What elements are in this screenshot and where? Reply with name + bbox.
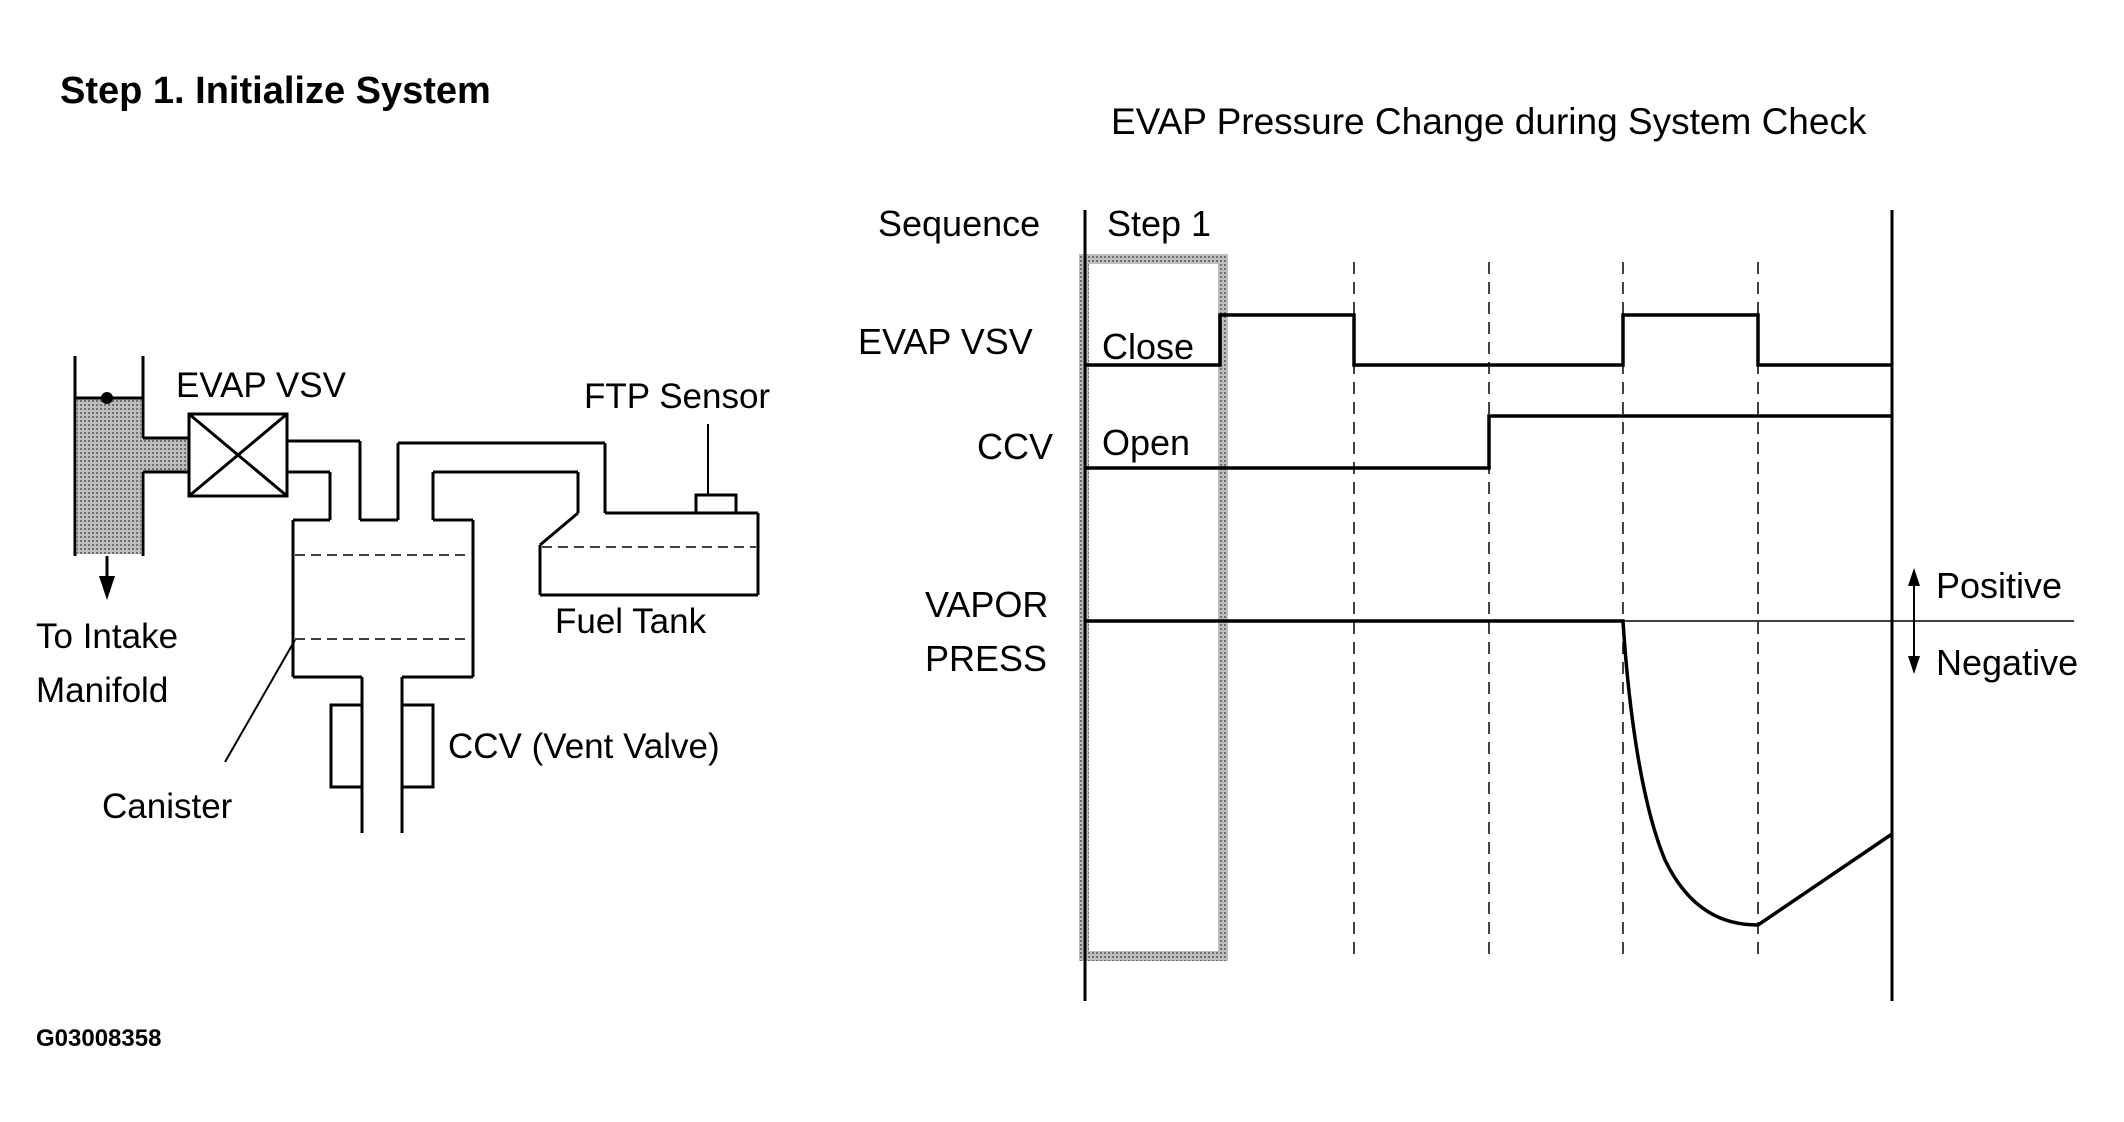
chart-axes: [1083, 210, 1894, 1001]
tank-pipe: [539, 443, 607, 547]
canister: [291, 441, 605, 679]
to-intake-arrow: [99, 556, 115, 600]
evap-vsv-label: EVAP VSV: [176, 366, 347, 405]
pressure-direction-arrow: [1908, 568, 1920, 674]
evap-vsv-valve: [187, 412, 289, 498]
negative-label: Negative: [1936, 642, 2078, 683]
vsv-canister-pipe: [287, 439, 362, 520]
evap-vsv-signal: [1085, 313, 1892, 367]
ccv-label: CCV (Vent Valve): [448, 727, 720, 766]
intake-manifold-tube: [73, 356, 189, 556]
evap-vsv-row-label: EVAP VSV: [858, 321, 1033, 362]
ftp-sensor-label: FTP Sensor: [584, 377, 770, 416]
ccv-row-label: CCV: [977, 426, 1053, 467]
ccv-vent-valve: [329, 677, 435, 833]
vapor-press-signal: [1085, 619, 1893, 927]
evap-system-schematic: [73, 356, 760, 833]
to-intake-label-line2: Manifold: [36, 671, 168, 710]
ftp-sensor: [694, 424, 738, 515]
fuel-tank: [538, 511, 760, 597]
sequence-label: Sequence: [878, 203, 1040, 244]
vapor-press-label-line2: PRESS: [925, 638, 1047, 679]
ccv-state: Open: [1102, 422, 1190, 463]
fuel-tank-label: Fuel Tank: [555, 602, 707, 641]
to-intake-label-line1: To Intake: [36, 617, 178, 656]
step-title: Step 1. Initialize System: [60, 70, 491, 112]
vapor-press-label-line1: VAPOR: [925, 584, 1048, 625]
canister-leader: [224, 639, 296, 763]
step-1-label: Step 1: [1107, 203, 1211, 244]
positive-label: Positive: [1936, 565, 2062, 606]
canister-label: Canister: [102, 787, 233, 826]
ccv-signal: [1085, 414, 1892, 470]
figure-code: G03008358: [36, 1025, 161, 1052]
chart-title: EVAP Pressure Change during System Check: [1111, 101, 1867, 142]
evap-vsv-state: Close: [1102, 326, 1194, 367]
